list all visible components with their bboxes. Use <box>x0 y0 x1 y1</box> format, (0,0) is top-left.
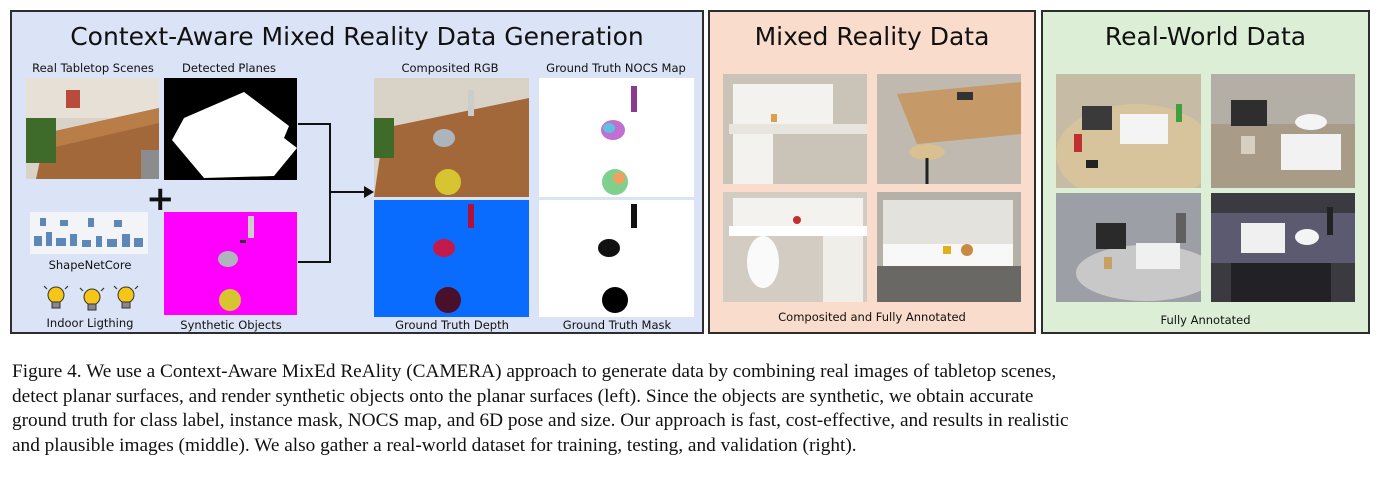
synthetic-objects-illustration <box>218 216 254 311</box>
real-tabletop-image <box>26 78 159 179</box>
label-indoor-lighting: Indoor Ligthing <box>46 316 134 330</box>
gt-depth-image <box>374 200 529 317</box>
label-gt-mask: Ground Truth Mask <box>562 318 672 332</box>
label-composited-rgb: Composited RGB <box>401 61 499 75</box>
caption-line: Figure 4. We use a Context-Aware MixEd R… <box>12 361 1057 382</box>
mask-illustration <box>598 204 637 313</box>
right-panel-footer: Fully Annotated <box>1160 313 1251 327</box>
real-world-image-2 <box>1211 74 1355 188</box>
mixed-reality-illustration <box>877 74 1021 184</box>
real-world-illustration <box>1056 193 1201 302</box>
composited-rgb-image <box>374 78 529 197</box>
mixed-reality-illustration <box>877 192 1021 302</box>
real-world-illustration <box>1056 74 1201 188</box>
caption-line: ground truth for class label, instance m… <box>12 410 1069 432</box>
shapenet-image <box>30 212 148 254</box>
real-world-image-1 <box>1056 74 1201 188</box>
mixed-reality-image-2 <box>877 74 1021 184</box>
synthetic-objects-image <box>164 212 297 315</box>
mixed-reality-image-1 <box>723 74 867 184</box>
caption-line: and plausible images (middle). We also g… <box>12 434 857 456</box>
middle-panel: Mixed Reality Data <box>708 10 1036 334</box>
merge-arrow <box>298 123 374 263</box>
label-real-tabletop: Real Tabletop Scenes <box>32 61 154 75</box>
mixed-reality-image-4 <box>877 192 1021 302</box>
mixed-reality-illustration <box>723 192 867 302</box>
plane-mask-illustration <box>172 92 297 178</box>
real-tabletop-illustration <box>26 78 159 179</box>
right-panel: Real-World Data <box>1041 10 1370 334</box>
detected-planes-image <box>164 78 297 180</box>
left-panel-title: Context-Aware Mixed Reality Data Generat… <box>70 22 644 51</box>
label-detected-planes: Detected Planes <box>182 61 276 75</box>
real-world-image-3 <box>1056 193 1201 302</box>
real-world-illustration <box>1211 74 1355 188</box>
caption-line: detect planar surfaces, and render synth… <box>12 385 1034 407</box>
nocs-map-illustration <box>601 86 637 195</box>
mixed-reality-illustration <box>723 74 867 184</box>
label-gt-depth: Ground Truth Depth <box>395 318 509 332</box>
real-world-image-4 <box>1211 193 1355 302</box>
mixed-reality-image-3 <box>723 192 867 302</box>
figure-caption: Figure 4. We use a Context-Aware MixEd R… <box>12 360 1382 458</box>
composited-rgb-illustration <box>374 78 529 197</box>
middle-panel-footer: Composited and Fully Annotated <box>778 310 966 324</box>
gt-mask-image <box>539 200 694 317</box>
shapenet-models-illustration <box>30 212 148 254</box>
label-synthetic-objects: Synthetic Objects <box>180 318 282 332</box>
depth-map-illustration <box>433 204 474 313</box>
lightbulb-icons <box>42 282 142 314</box>
label-shapenet: ShapeNetCore <box>48 258 132 272</box>
label-gt-nocs: Ground Truth NOCS Map <box>546 61 686 75</box>
left-panel: Context-Aware Mixed Reality Data Generat… <box>10 10 704 334</box>
right-panel-title: Real-World Data <box>1104 22 1307 51</box>
gt-nocs-image <box>539 78 694 197</box>
lightbulb-icon <box>43 285 139 311</box>
real-world-illustration <box>1211 193 1355 302</box>
middle-panel-title: Mixed Reality Data <box>754 22 990 51</box>
